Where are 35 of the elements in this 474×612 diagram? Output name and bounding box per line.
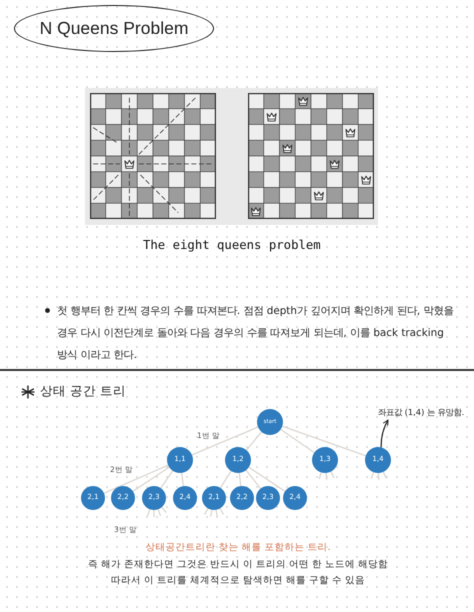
tree-edge bbox=[220, 470, 232, 488]
tree-edge bbox=[161, 506, 167, 514]
tree-edge bbox=[318, 472, 322, 480]
tree-edge bbox=[282, 426, 366, 456]
tree-edge bbox=[157, 509, 162, 516]
tree-edge bbox=[280, 428, 315, 454]
tree-edge bbox=[370, 472, 374, 480]
page-title: N Queens Problem bbox=[14, 5, 214, 52]
tree-edge bbox=[219, 508, 224, 515]
tree-edge bbox=[325, 472, 328, 480]
tree-edge bbox=[382, 472, 387, 479]
section-heading: 상태 공간 트리 bbox=[40, 383, 126, 400]
tree-edge bbox=[238, 472, 242, 486]
tree-edge bbox=[160, 470, 174, 488]
tree-edge bbox=[330, 471, 335, 478]
tree-edge bbox=[146, 509, 151, 516]
figure-caption: The eight queens problem bbox=[143, 238, 321, 252]
tree-edge bbox=[210, 510, 213, 517]
tree-edge bbox=[378, 472, 380, 480]
tree-edge bbox=[181, 472, 184, 486]
tree-edge bbox=[248, 466, 286, 492]
tree-edge bbox=[132, 466, 170, 492]
tree-edge bbox=[246, 470, 262, 489]
body-text: 따라서 이 트리를 체계적으로 탐색하면 해를 구할 수 있음 bbox=[110, 574, 366, 587]
leader-arrow bbox=[380, 420, 389, 448]
tree-edge bbox=[204, 508, 209, 515]
tree-edge bbox=[192, 426, 258, 456]
tree-edge bbox=[153, 510, 155, 517]
highlight-text: 상태공간트리란 찾는 해를 포함하는 트리. bbox=[145, 541, 331, 554]
body-text: 즉 해가 존재한다면 그것은 반드시 이 트리의 어떤 한 노드에 해당함 bbox=[88, 558, 388, 571]
tree-edge bbox=[104, 464, 168, 494]
tree-edge bbox=[215, 510, 218, 517]
tree-edge bbox=[246, 431, 262, 451]
annotation-text: 좌표값 (1,4) 는 유망함. bbox=[378, 405, 464, 420]
note-text: 첫 행부터 한 칸씩 경우의 수를 따져본다. 점점 depth가 깊어지며 확인하게 된다, 막혔을 경우 다시 이전단계로 돌아와 다음 경우의 수를 따져보게 되는데, 이를 back tracking 방식 이라고 한다. bbox=[57, 304, 454, 363]
